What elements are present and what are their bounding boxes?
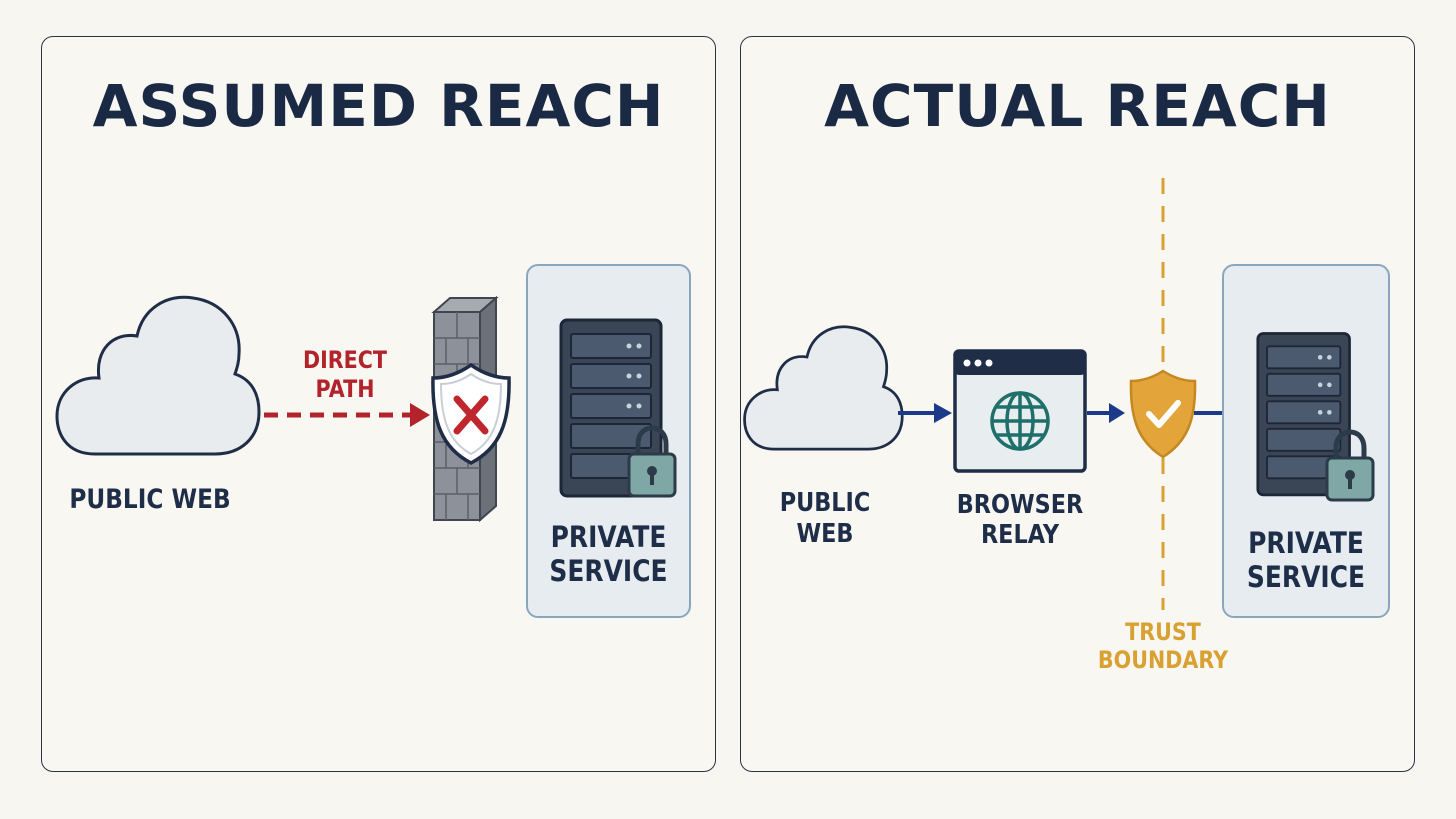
shield-check-icon — [1129, 369, 1197, 459]
right-private-service-label-line1: PRIVATE — [1248, 526, 1364, 560]
cloud-icon — [55, 295, 261, 456]
left-private-service-label-line2: SERVICE — [549, 554, 668, 588]
cloud-icon — [743, 325, 904, 451]
direct-path-label: DIRECT PATH — [302, 346, 388, 403]
assumed-reach-title: ASSUMED REACH — [92, 72, 665, 140]
globe-icon — [990, 391, 1050, 451]
actual-reach-title: ACTUAL REACH — [824, 72, 1331, 140]
browser-relay-label-line1: BROWSER — [956, 490, 1084, 520]
left-private-service-label-line1: PRIVATE — [550, 520, 667, 554]
lock-icon — [1325, 429, 1375, 502]
left-public-web-label: PUBLIC WEB — [69, 484, 231, 515]
arrow-to-boundary — [1087, 403, 1125, 423]
direct-path-arrow — [264, 403, 430, 427]
shield-x-icon — [431, 362, 511, 465]
trust-boundary-label-line1: TRUST — [1125, 618, 1201, 646]
lock-icon — [627, 425, 677, 498]
trust-boundary-line — [1161, 178, 1165, 610]
arrow-to-relay — [898, 403, 952, 423]
browser-relay-label-line2: RELAY — [980, 520, 1060, 550]
right-public-web-label: PUBLIC WEB — [779, 488, 871, 550]
trust-boundary-label-line2: BOUNDARY — [1097, 646, 1229, 674]
server-icon — [1256, 332, 1351, 497]
right-private-service-label-line2: SERVICE — [1246, 560, 1366, 594]
